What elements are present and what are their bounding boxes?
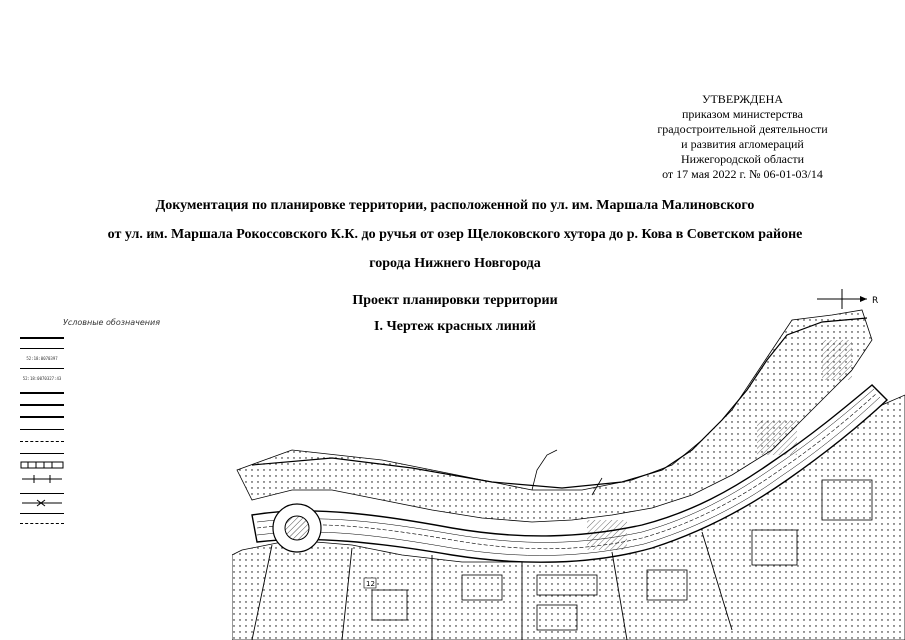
legend-row	[18, 508, 243, 518]
sheet-name: I. Чертеж красных линий	[374, 319, 536, 334]
roundabout-core	[284, 515, 310, 541]
red-lines-map: 12	[232, 309, 905, 640]
legend-code: 52:18:0070397	[26, 355, 58, 361]
legend-symbol	[18, 425, 66, 433]
legend-row	[18, 388, 243, 398]
approval-line: Нижегородской области	[680, 152, 804, 166]
legend-title: Условные обозначения	[63, 318, 161, 327]
legend-row	[18, 424, 243, 434]
junction-hatch	[587, 520, 627, 550]
building	[751, 529, 798, 566]
compass-icon: R	[817, 289, 878, 309]
junction-hatch	[822, 340, 852, 380]
approval-line: градостроительной деятельности	[657, 122, 828, 136]
road-centerline	[256, 392, 878, 550]
legend-row	[18, 474, 243, 484]
legend-row	[18, 363, 243, 373]
building	[646, 569, 688, 601]
road-lane-line	[256, 396, 881, 556]
legend-symbol	[18, 437, 66, 445]
legend-row	[18, 436, 243, 446]
approval-line: приказом министерства	[681, 107, 803, 121]
legend-row	[18, 518, 243, 528]
legend-symbol	[18, 449, 66, 457]
approval-stamp: УТВЕРЖДЕНА приказом министерства градост…	[640, 92, 845, 182]
legend-symbol	[18, 413, 66, 421]
title-line: Документация по планировке территории, р…	[155, 198, 755, 213]
building	[536, 604, 578, 631]
legend-symbol	[18, 334, 66, 342]
approval-line: от 17 мая 2022 г. № 06-01-03/14	[662, 167, 823, 181]
legend-row: 52:18:0070327:43	[18, 373, 243, 383]
legend-symbol	[18, 344, 66, 352]
legend-symbol	[18, 499, 66, 507]
building	[461, 574, 503, 601]
junction-hatch	[757, 420, 797, 455]
legend-symbol	[18, 509, 66, 517]
legend-symbol	[18, 461, 66, 469]
building	[536, 574, 598, 596]
road-lane-line	[256, 388, 875, 543]
legend-symbol	[18, 389, 66, 397]
document-title: Документация по планировке территории, р…	[40, 196, 870, 283]
legend-symbol	[18, 401, 66, 409]
legend-row	[18, 412, 243, 422]
map-legend: Условные обозначения 52:18:0070397 52:18…	[18, 318, 243, 533]
legend-row	[18, 343, 243, 353]
territory-boundary	[251, 317, 868, 489]
legend-symbol	[18, 489, 66, 497]
legend-row: 52:18:0070397	[18, 353, 243, 363]
legend-symbol	[18, 519, 66, 527]
side-road	[531, 449, 603, 496]
parcel-label-box	[363, 577, 377, 589]
cross-street	[431, 531, 733, 640]
legend-code: 52:18:0070327:43	[22, 375, 62, 381]
approval-line: и развития агломераций	[681, 137, 804, 151]
cross-street	[251, 544, 353, 640]
building	[821, 479, 873, 521]
legend-row	[18, 460, 243, 470]
building	[371, 589, 408, 621]
legend-symbol	[18, 364, 66, 372]
legend-row	[18, 448, 243, 458]
legend-row	[18, 488, 243, 498]
compass-label: R	[872, 296, 878, 306]
project-heading: Проект планировки территории I. Чертеж к…	[260, 292, 650, 344]
legend-row	[18, 333, 243, 343]
parcel-label: 12	[366, 580, 375, 588]
legend-row	[18, 498, 243, 508]
legend-row	[18, 400, 243, 410]
title-line: города Нижнего Новгорода	[369, 256, 541, 271]
road-corridor	[251, 384, 889, 563]
approval-line: УТВЕРЖДЕНА	[701, 92, 783, 106]
title-line: от ул. им. Маршала Рокоссовского К.К. до…	[107, 227, 803, 242]
legend-symbol	[18, 475, 66, 483]
project-name: Проект планировки территории	[352, 293, 558, 308]
